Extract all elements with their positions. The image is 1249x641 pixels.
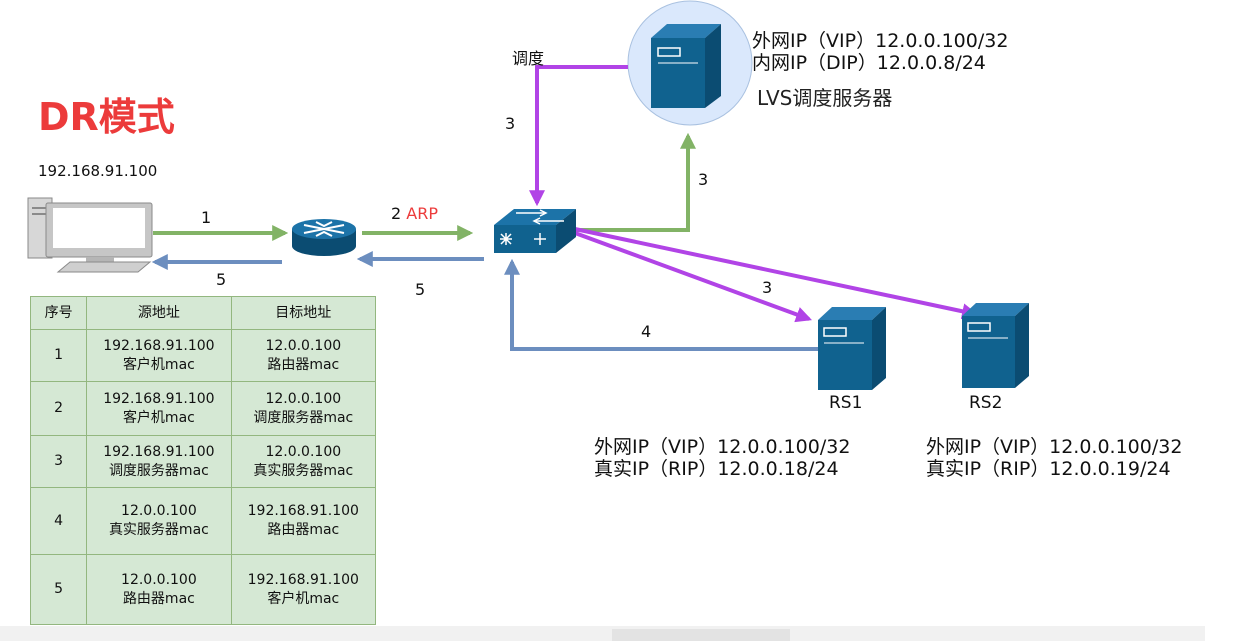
desktop-pc-icon [27, 197, 153, 273]
diagram-title: DR模式 [38, 95, 175, 139]
dst-mac: 客户机mac [267, 590, 340, 607]
table-cell-seq: 4 [29, 487, 88, 555]
table-cell-src: 192.168.91.100 客户机mac [86, 329, 232, 382]
router-icon [292, 219, 356, 256]
table-row: 2 192.168.91.100 客户机mac 12.0.0.100 调度服务器ma… [29, 381, 377, 436]
table-cell-seq: 2 [29, 381, 88, 436]
lvs-server-icon [651, 24, 721, 108]
rs2-server-icon [962, 303, 1029, 388]
table-row: 4 12.0.0.100 真实服务器mac 192.168.91.100 路由器ma… [29, 487, 377, 555]
client-ip-label: 192.168.91.100 [38, 162, 158, 180]
edge-label-arp: ARP [406, 204, 438, 223]
rs1-info: 外网IP（VIP）12.0.0.100/32 真实IP（RIP）12.0.0.1… [594, 436, 850, 480]
dst-ip: 12.0.0.100 [265, 443, 342, 460]
edge-label-pc-router: 1 [201, 208, 212, 227]
table-row: 1 192.168.91.100 客户机mac 12.0.0.100 路由器mac [29, 329, 377, 382]
dst-mac: 路由器mac [267, 522, 340, 538]
table-cell-src: 12.0.0.100 路由器mac [86, 554, 232, 625]
table-header-seq: 序号 [29, 296, 88, 330]
lvs-info: 外网IP（VIP）12.0.0.100/32 内网IP（DIP）12.0.0.8… [752, 30, 1008, 74]
rs2-rip: 真实IP（RIP）12.0.0.19/24 [926, 458, 1171, 480]
table-cell-dst: 12.0.0.100 真实服务器mac [230, 435, 377, 488]
rs2-vip: 外网IP（VIP）12.0.0.100/32 [926, 436, 1183, 458]
src-mac: 客户机mac [122, 409, 195, 426]
table-cell-seq: 3 [29, 435, 88, 488]
edge-label-router-pc: 5 [216, 270, 227, 289]
edge-label-rs1-switch: 4 [641, 322, 652, 341]
table-row: 3 192.168.91.100 调度服务器mac 12.0.0.100 真实服务器… [29, 435, 377, 488]
edge-label-schedule: 调度 [512, 49, 545, 68]
src-ip: 192.168.91.100 [103, 443, 215, 460]
edge-label-switch-rs1: 3 [762, 278, 773, 297]
src-ip: 12.0.0.100 [121, 503, 197, 519]
edge-label-router-switch: 2 ARP [391, 204, 438, 223]
table-cell-src: 192.168.91.100 客户机mac [86, 381, 232, 436]
edge-label-lvs-switch: 3 [505, 114, 516, 133]
rs2-name: RS2 [969, 393, 1003, 413]
packet-address-table: 序号 源地址 目标地址 1 192.168.91.100 客户机mac 12.0.… [29, 296, 377, 625]
rs2-info: 外网IP（VIP）12.0.0.100/32 真实IP（RIP）12.0.0.1… [926, 436, 1182, 480]
table-cell-dst: 192.168.91.100 路由器mac [230, 487, 377, 555]
src-ip: 192.168.91.100 [103, 337, 215, 354]
arrow-switch-to-rs1 [574, 231, 813, 323]
dst-mac: 真实服务器mac [253, 462, 354, 479]
table-header-row: 序号 源地址 目标地址 [29, 296, 377, 330]
table-cell-seq: 1 [29, 329, 88, 382]
src-mac: 真实服务器mac [108, 522, 209, 538]
table-header-src: 源地址 [86, 296, 232, 330]
table-cell-seq: 5 [29, 554, 88, 625]
dst-mac: 调度服务器mac [253, 409, 354, 426]
horizontal-scrollbar-thumb[interactable] [612, 629, 790, 641]
lvs-vip: 外网IP（VIP）12.0.0.100/32 [752, 30, 1009, 52]
edge-label-switch-lvs: 3 [698, 170, 709, 189]
arrow-lvs-to-switch [529, 65, 628, 207]
rs1-name: RS1 [829, 393, 863, 413]
dst-mac: 路由器mac [267, 356, 340, 373]
edge-label-router-switch-number: 2 [391, 204, 402, 223]
src-ip: 192.168.91.100 [103, 390, 215, 407]
table-cell-dst: 12.0.0.100 路由器mac [230, 329, 377, 382]
dst-ip: 192.168.91.100 [247, 571, 359, 588]
table-row: 5 12.0.0.100 路由器mac 192.168.91.100 客户机mac [29, 554, 377, 625]
table-cell-src: 12.0.0.100 真实服务器mac [86, 487, 232, 555]
arrow-switch-to-lvs [576, 132, 696, 232]
dst-ip: 12.0.0.100 [265, 390, 342, 407]
dst-ip: 12.0.0.100 [265, 337, 342, 354]
lvs-dip: 内网IP（DIP）12.0.0.8/24 [752, 52, 986, 74]
src-mac: 客户机mac [122, 356, 195, 373]
arrow-switch-to-rs2 [574, 227, 979, 320]
lvs-name: LVS调度服务器 [757, 86, 893, 110]
arrow-rs1-to-switch [504, 258, 818, 351]
edge-label-switch-router: 5 [415, 280, 426, 299]
table-header-dst: 目标地址 [230, 296, 377, 330]
table-cell-src: 192.168.91.100 调度服务器mac [86, 435, 232, 488]
rs1-rip: 真实IP（RIP）12.0.0.18/24 [594, 458, 839, 480]
rs1-vip: 外网IP（VIP）12.0.0.100/32 [594, 436, 851, 458]
dst-ip: 192.168.91.100 [247, 503, 359, 519]
horizontal-scrollbar-track[interactable] [0, 626, 1205, 641]
table-cell-dst: 12.0.0.100 调度服务器mac [230, 381, 377, 436]
src-mac: 调度服务器mac [108, 462, 209, 479]
table-cell-dst: 192.168.91.100 客户机mac [230, 554, 377, 625]
rs1-server-icon [818, 307, 886, 390]
switch-icon [494, 209, 576, 253]
src-ip: 12.0.0.100 [121, 571, 197, 588]
src-mac: 路由器mac [122, 590, 195, 607]
